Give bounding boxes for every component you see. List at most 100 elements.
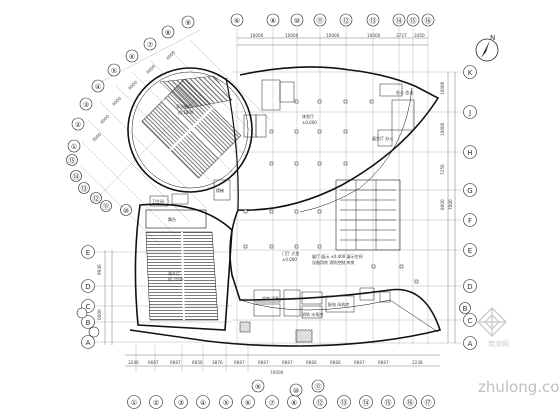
upper-hall: 多功能厅 约 1800 — [127, 67, 253, 193]
dim-bot-10: 6666 — [330, 360, 341, 365]
svg-text:⑨: ⑨ — [255, 383, 261, 391]
east-room-label: 展览厅 办公 — [372, 135, 393, 141]
svg-text:C: C — [468, 317, 473, 325]
svg-text:②: ② — [75, 121, 81, 129]
dimension-lines — [104, 37, 456, 367]
svg-text:⑨: ⑨ — [185, 19, 191, 27]
dim-bot-11: 6667 — [354, 360, 365, 365]
upper-hall-label: 多功能厅 — [176, 103, 192, 109]
dim-bot-3: 6667 — [170, 360, 181, 365]
svg-text:⑭: ⑭ — [363, 399, 370, 407]
dim-top-4: 10000 — [367, 33, 381, 38]
dim-top-2: 10000 — [285, 33, 299, 38]
dim-right-1: 10000 — [440, 81, 445, 95]
svg-text:②: ② — [153, 399, 159, 407]
dim-bot-9: 6666 — [306, 360, 317, 365]
svg-text:⑮: ⑮ — [385, 399, 392, 407]
dim-diag-5: 6000 — [145, 63, 156, 74]
dim-top-6: 3450 — [414, 33, 425, 38]
dim-bot-12: 6667 — [378, 360, 389, 365]
wc-label: 卫生间 — [152, 198, 164, 204]
svg-text:⑧: ⑧ — [270, 17, 276, 25]
dim-top-1: 10000 — [250, 33, 264, 38]
svg-text:C: C — [86, 303, 91, 311]
svg-text:⑦: ⑦ — [147, 41, 153, 49]
dim-left-1: 9946 — [97, 264, 102, 275]
north-arrow: N — [475, 34, 499, 62]
svg-text:⑫: ⑫ — [317, 399, 324, 407]
dim-diag-4: 6000 — [127, 79, 138, 90]
dim-top-5: 3727 — [396, 33, 407, 38]
svg-text:⑫: ⑫ — [343, 17, 350, 25]
lobby-upper-label: 休息厅 — [302, 113, 314, 119]
svg-text:⑭: ⑭ — [396, 17, 403, 25]
svg-text:⑪: ⑪ — [103, 203, 110, 211]
svg-text:⑥: ⑥ — [245, 399, 251, 407]
svg-text:⑧: ⑧ — [291, 399, 297, 407]
svg-text:⑤: ⑤ — [223, 399, 229, 407]
svg-text:H: H — [467, 149, 472, 157]
right-grid-labels: K J H G F E D C B A — [463, 69, 473, 348]
bottom-grid-labels: ① ② ③ ④ ⑤ ⑥ ⑦ ⑧ ⑨ ⑩ ⑪ ⑫ ⑬ ⑭ ⑮ ⑯ ⑰ — [131, 383, 432, 407]
svg-text:F: F — [468, 217, 472, 225]
dim-bot-total: 70000 — [270, 370, 284, 375]
svg-text:E: E — [468, 247, 472, 255]
svg-text:⑦: ⑦ — [269, 399, 275, 407]
watermark-brand: zhulong.com — [478, 378, 560, 396]
svg-text:⑮: ⑮ — [69, 157, 76, 165]
svg-text:⑬: ⑬ — [370, 17, 377, 25]
svg-text:D: D — [467, 283, 472, 291]
svg-text:⑩: ⑩ — [294, 17, 300, 25]
svg-text:J: J — [468, 109, 471, 117]
bottom-room-3: 配电 风机房 — [328, 301, 349, 307]
dim-bot-5: 3876 — [212, 360, 223, 365]
svg-text:⑥: ⑥ — [234, 17, 240, 25]
right-dimensions: 10000 10000 7250 8000 7000 — [440, 81, 453, 210]
dim-diag-2: 6000 — [99, 113, 110, 124]
svg-text:E: E — [86, 249, 90, 257]
svg-text:⑪: ⑪ — [315, 383, 322, 391]
columns — [243, 99, 419, 284]
svg-text:③: ③ — [83, 101, 89, 109]
bottom-dimensions: 3240 6667 6667 6656 3876 6667 6667 6667 … — [128, 360, 423, 375]
watermark-tag: 筑龙网 — [488, 339, 509, 348]
svg-text:⑯: ⑯ — [407, 399, 414, 407]
dim-right-2: 10000 — [440, 122, 445, 136]
dim-left-2: 6000 — [97, 309, 102, 320]
east-top-room-label: 办公 会议 — [396, 89, 413, 95]
svg-text:⑫: ⑫ — [93, 195, 100, 203]
room-labels: 休息厅 ±0.000 门厅 大堂 ±0.000 展厅 展示 ±0.000 展示空… — [152, 89, 413, 317]
svg-text:⑯: ⑯ — [425, 17, 432, 25]
dim-bot-4: 6656 — [192, 360, 203, 365]
svg-text:⑤: ⑤ — [111, 67, 117, 75]
dim-bot-2: 6667 — [148, 360, 159, 365]
interior-walls — [149, 79, 415, 343]
svg-text:⑭: ⑭ — [73, 173, 80, 181]
dim-right-4: 8000 — [440, 199, 445, 210]
svg-text:⑬: ⑬ — [341, 399, 348, 407]
svg-text:K: K — [468, 69, 473, 77]
lower-hall-label: 观众厅 — [168, 271, 180, 276]
bottom-grid-bubbles — [127, 379, 435, 409]
svg-text:⑬: ⑬ — [81, 185, 88, 193]
bottom-room-1: 机房 设备 — [262, 295, 279, 301]
dim-diag-1: 3000 — [91, 131, 102, 142]
dim-diag-3: 6000 — [111, 95, 122, 106]
svg-text:A: A — [86, 339, 91, 347]
lower-auditorium: 舞台 观众厅 约 2500 — [134, 203, 233, 331]
building-outline — [129, 66, 442, 347]
right-grid-bubbles — [459, 65, 477, 350]
diagonal-grid-bubbles — [66, 15, 195, 216]
north-label: N — [490, 34, 495, 42]
lower-hall-area: 约 2500 — [168, 276, 184, 282]
diagonal-grid-labels: ⑨ ⑧ ⑦ ⑥ ⑤ ④ ③ ② ① ⑮ ⑭ ⑬ ⑫ ⑪ ⑩ — [69, 19, 192, 215]
stage-label: 舞台 — [168, 216, 176, 222]
svg-text:⑧: ⑧ — [165, 29, 171, 37]
stair-label: 楼梯 — [216, 187, 224, 193]
dim-bot-7: 6667 — [258, 360, 269, 365]
svg-text:B: B — [86, 319, 91, 327]
svg-text:⑰: ⑰ — [425, 399, 432, 407]
dim-bot-6: 6667 — [234, 360, 245, 365]
svg-text:⑮: ⑮ — [410, 17, 417, 25]
